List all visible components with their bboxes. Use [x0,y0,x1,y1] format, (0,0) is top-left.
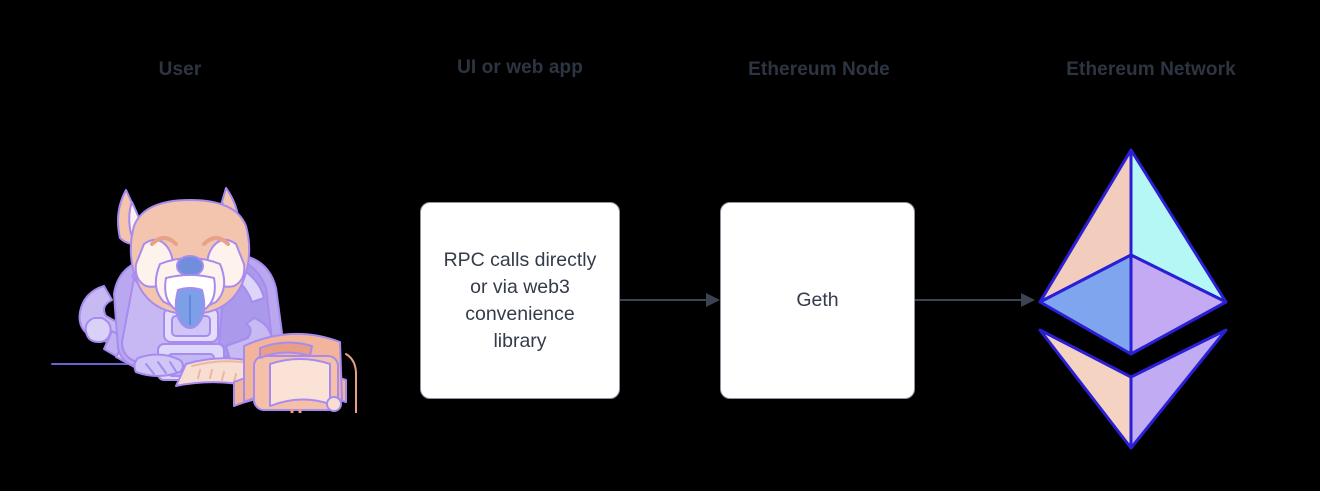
column-header-ui-or-web-app: UI or web app [457,57,583,78]
node-box-geth[interactable]: Geth [720,202,915,399]
column-header-ethereum-node: Ethereum Node [748,59,890,80]
node-box-webapp-label: RPC calls directly or via web3 convenien… [443,248,597,352]
column-header-user: User [158,59,202,80]
shiba-inu-at-computer-illustration [51,187,357,413]
node-box-geth-label: Geth [796,289,839,311]
connector-arrow-geth-to-network [915,293,1035,307]
node-box-webapp[interactable]: RPC calls directly or via web3 convenien… [420,202,620,399]
connector-arrow-webapp-to-geth [620,293,720,307]
ethereum-diamond-logo [1038,148,1228,450]
column-header-ethereum-network: Ethereum Network [1066,59,1236,80]
